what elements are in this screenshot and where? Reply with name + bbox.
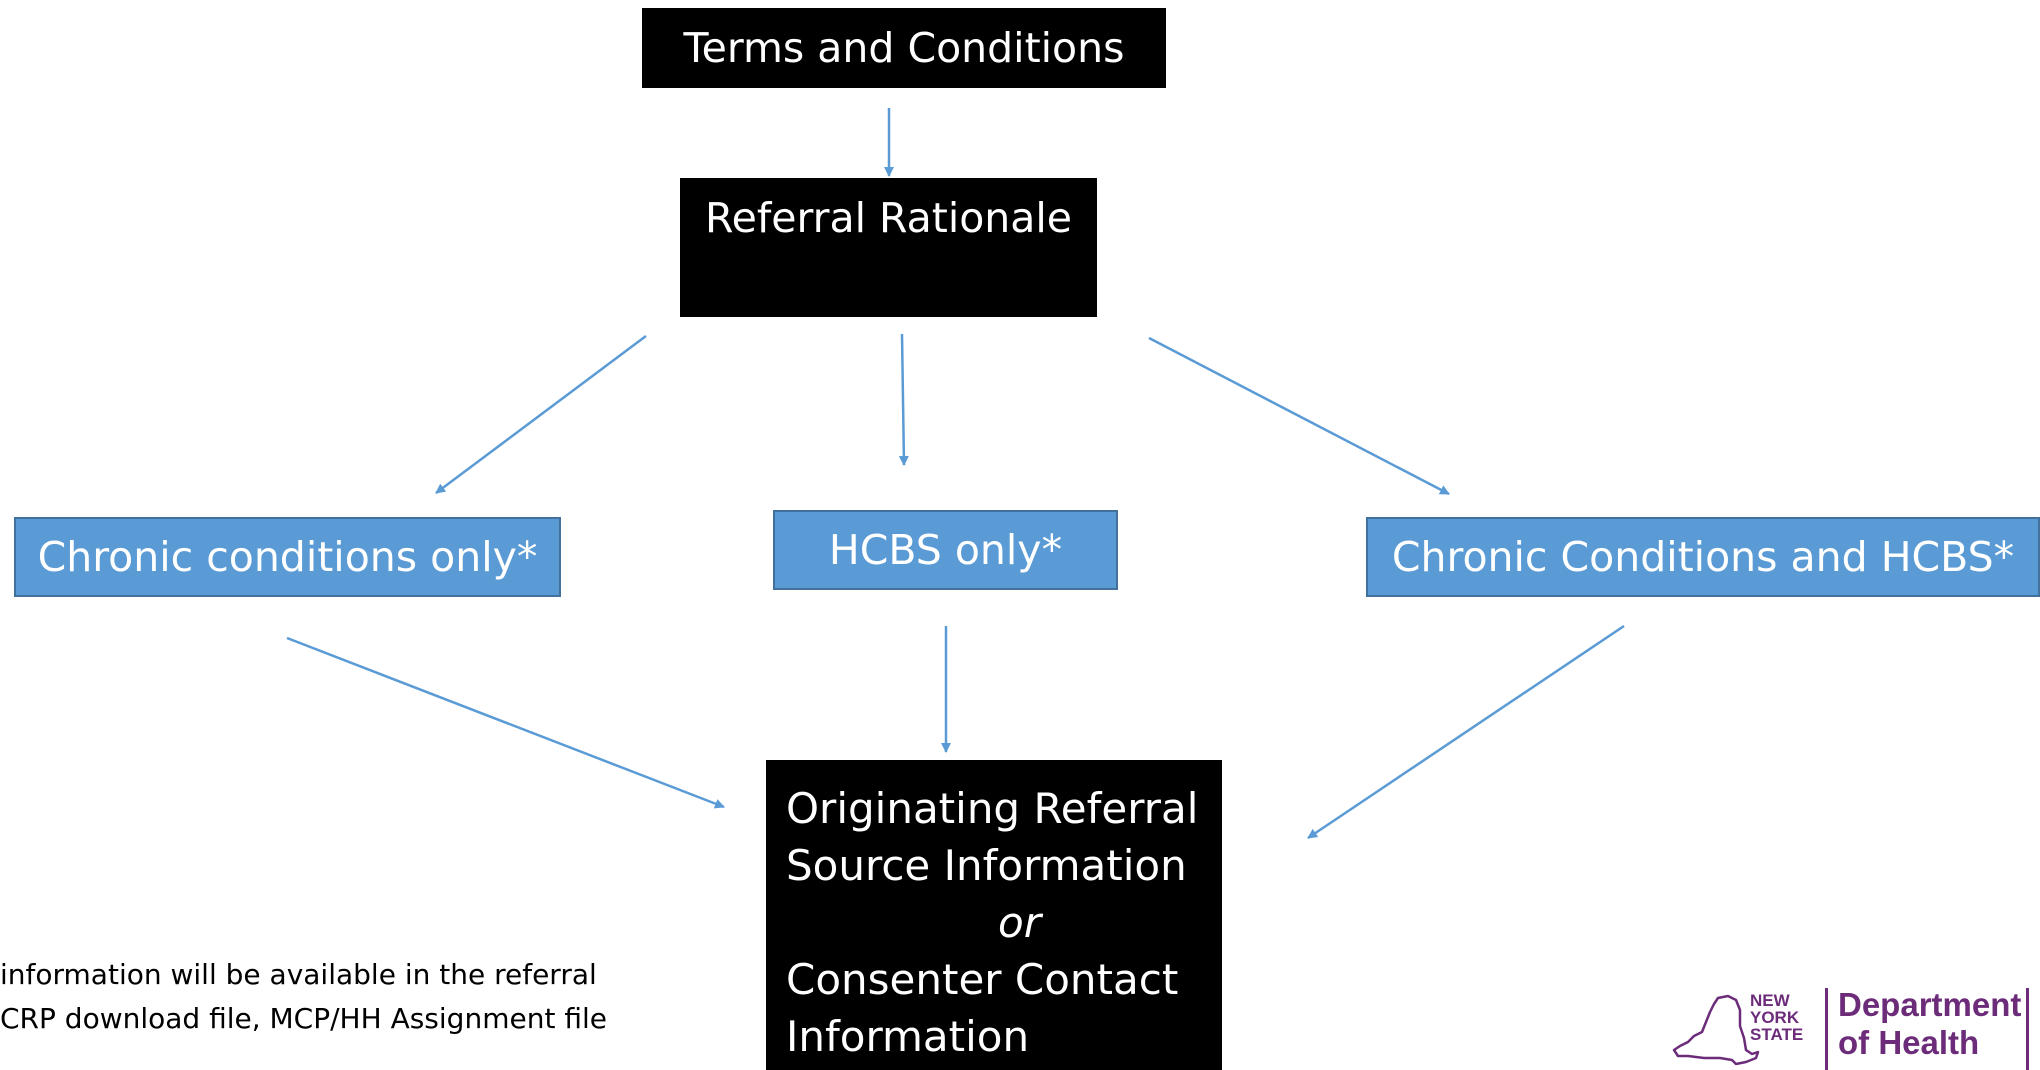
originating-referral-node: Originating Referral Source Information … [766, 760, 1222, 1070]
origin-or: or [998, 898, 1041, 947]
chronic-conditions-only-node: Chronic conditions only* [14, 517, 561, 597]
logo-department-text: Department of Health [1838, 986, 2021, 1062]
referral-rationale-label: Referral Rationale [704, 194, 1073, 242]
arrow-both-to-origin [1307, 624, 1625, 840]
footnote-line-1: information will be available in the ref… [0, 958, 597, 991]
footnote: information will be available in the ref… [0, 953, 607, 1041]
logo-state-line-2: YORK [1750, 1008, 1800, 1027]
logo-state-line-1: NEW [1750, 991, 1790, 1010]
origin-line-4: Information [786, 1012, 1030, 1061]
origin-line-2: Source Information [786, 841, 1187, 890]
referral-rationale-node: Referral Rationale [680, 178, 1097, 317]
arrow-rationale-to-both [1148, 336, 1450, 496]
logo-state-line-3: STATE [1750, 1025, 1804, 1044]
new-york-state-map-icon [1672, 994, 1760, 1066]
logo-divider [1825, 988, 1828, 1070]
arrow-rationale-to-hcbs [898, 333, 909, 466]
chronic-conditions-and-hcbs-node: Chronic Conditions and HCBS* [1366, 517, 2040, 597]
logo-state-text: NEW YORK STATE [1750, 992, 1803, 1043]
arrow-rationale-to-chronic [435, 334, 647, 495]
hcbs-only-label: HCBS only* [828, 525, 1063, 574]
footnote-line-2: CRP download file, MCP/HH Assignment fil… [0, 1002, 607, 1035]
chronic-conditions-only-label: Chronic conditions only* [37, 532, 538, 581]
origin-line-1: Originating Referral [786, 784, 1199, 833]
logo-edge-divider [2026, 988, 2029, 1070]
logo-dept-line-2: of Health [1838, 1024, 1980, 1061]
terms-and-conditions-label: Terms and Conditions [683, 23, 1125, 72]
chronic-conditions-and-hcbs-label: Chronic Conditions and HCBS* [1391, 532, 2015, 581]
arrow-chronic-to-origin [286, 636, 725, 809]
terms-and-conditions-node: Terms and Conditions [642, 8, 1166, 88]
origin-line-3: Consenter Contact [786, 955, 1179, 1004]
logo-dept-line-1: Department [1838, 986, 2022, 1023]
nys-department-of-health-logo: NEW YORK STATE Department of Health [1660, 986, 2040, 1070]
hcbs-only-node: HCBS only* [773, 510, 1118, 590]
